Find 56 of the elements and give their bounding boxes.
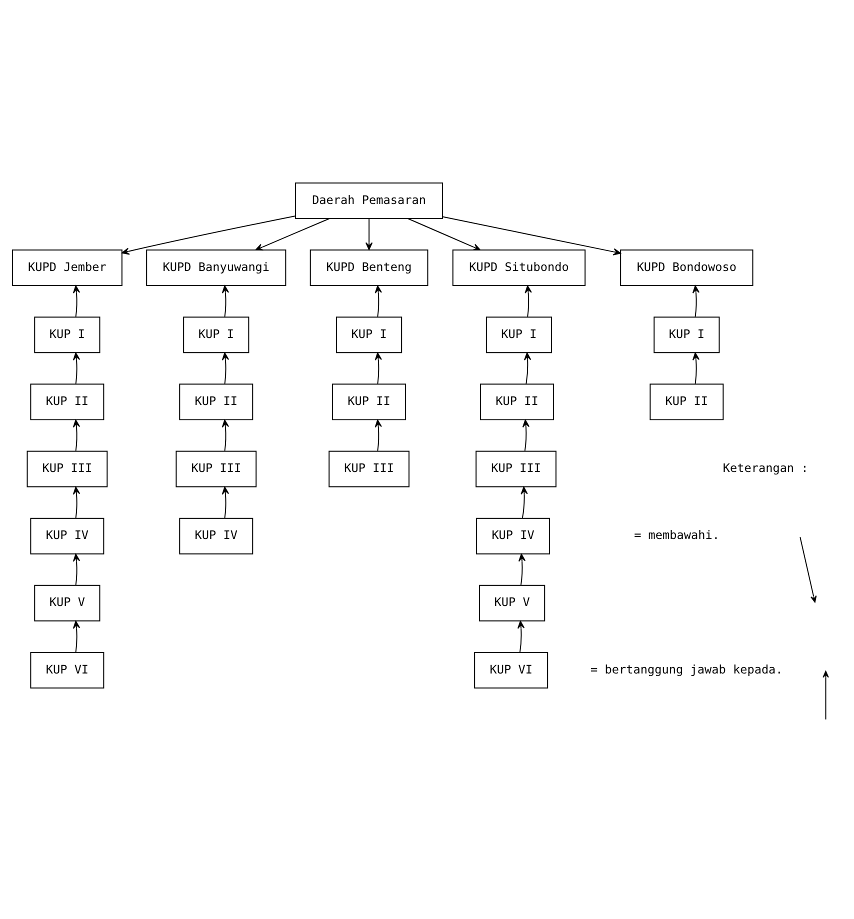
node-box: KUP IV — [179, 518, 254, 554]
node-box: KUP I — [34, 316, 100, 354]
node-box: Daerah Pemasaran — [295, 182, 444, 219]
node-box: KUP V — [479, 584, 546, 622]
node-box: KUP I — [183, 316, 250, 354]
arrow — [408, 218, 481, 251]
arrow — [72, 620, 80, 653]
arrow — [222, 486, 230, 518]
arrow — [72, 554, 80, 586]
node-box: KUP I — [486, 316, 552, 354]
arrow — [522, 420, 530, 452]
arrow — [692, 285, 700, 318]
arrow — [374, 285, 382, 318]
legend-label: = membawahi. — [634, 528, 720, 542]
node-box: KUPD Situbondo — [452, 250, 586, 286]
node-box: KUPD Banyuwangi — [146, 250, 286, 286]
node-box: KUPD Bondowoso — [620, 250, 754, 286]
label: Keterangan : — [722, 461, 808, 476]
node-box: KUP II — [30, 384, 104, 420]
node-box: KUP IV — [476, 518, 550, 554]
node-box: KUPD Benteng — [310, 250, 428, 286]
arrow — [374, 420, 382, 452]
arrow — [222, 352, 230, 384]
node-box: KUP IV — [30, 518, 104, 554]
node-box: KUP VI — [474, 652, 548, 688]
arrow — [72, 285, 80, 318]
arrow — [72, 420, 80, 452]
arrow — [122, 216, 296, 255]
arrow — [524, 285, 532, 318]
arrow — [255, 218, 330, 251]
node-box: KUP II — [179, 384, 254, 420]
arrow — [365, 218, 373, 250]
node-box: KUP V — [34, 584, 100, 622]
arrow — [442, 216, 621, 256]
arrow — [222, 420, 230, 452]
node-box: KUP II — [650, 384, 724, 420]
node-box: KUP I — [336, 316, 402, 354]
node-box: KUP III — [26, 450, 108, 488]
arrow — [72, 352, 80, 384]
arrow — [72, 486, 80, 518]
node-box: KUPD Jember — [12, 250, 122, 286]
arrow — [222, 285, 230, 318]
arrow — [517, 620, 525, 653]
node-box: KUP I — [654, 316, 720, 354]
legend-label: = bertanggung jawab kepada. — [590, 662, 783, 676]
arrow — [692, 352, 700, 384]
node-box: KUP III — [328, 450, 410, 488]
node-box: KUP III — [476, 450, 556, 488]
node-box: KUP II — [332, 384, 406, 420]
arrow — [374, 352, 382, 384]
arrow — [520, 486, 528, 518]
node-box: KUP VI — [30, 652, 104, 688]
node-box: KUP II — [480, 384, 554, 420]
node-box: KUP III — [176, 450, 257, 488]
arrow — [524, 352, 532, 384]
arrow — [518, 554, 526, 586]
